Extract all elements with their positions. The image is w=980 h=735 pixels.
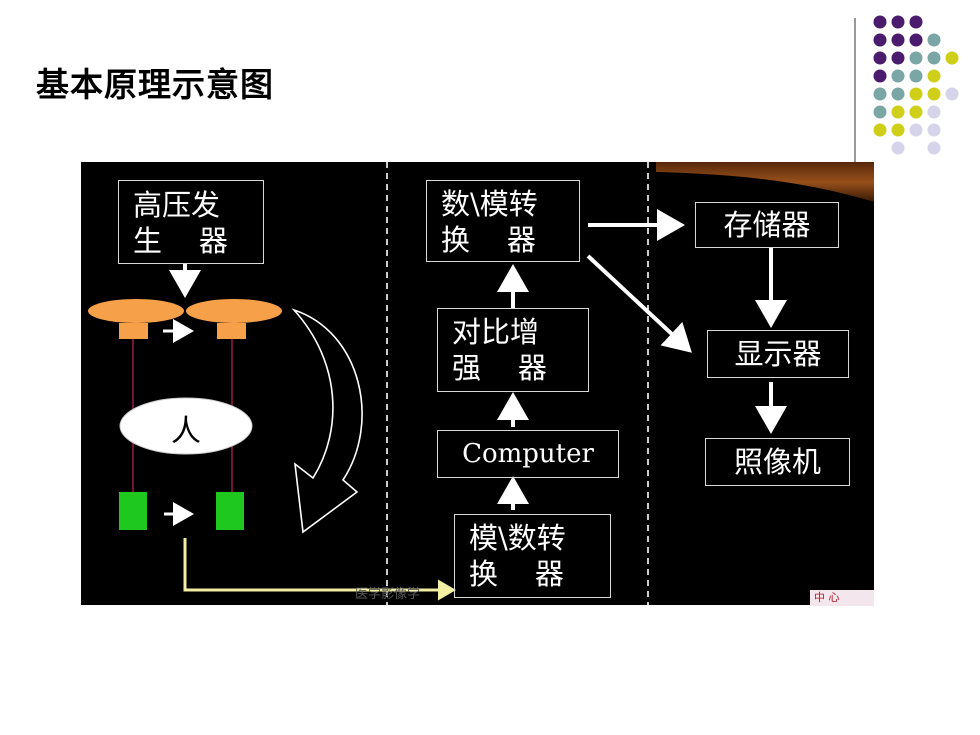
dot xyxy=(909,15,923,29)
signal-path xyxy=(183,538,456,601)
box-line: 数\模转 xyxy=(441,187,538,221)
dot xyxy=(873,105,887,119)
dot xyxy=(927,141,941,155)
patient-oval xyxy=(119,397,253,455)
xray-tube-left-base xyxy=(119,323,148,339)
dot xyxy=(927,87,941,101)
dot xyxy=(891,105,905,119)
arrow-diagonal xyxy=(586,254,692,353)
box-label: 显示器 xyxy=(734,337,822,371)
box-line: 换 器 xyxy=(441,223,536,257)
dot xyxy=(891,87,905,101)
dot xyxy=(873,87,887,101)
xray-tube-right-base xyxy=(217,323,246,339)
box-line: 生 器 xyxy=(133,224,228,258)
adc-box: 模\数转 换 器 xyxy=(454,514,611,598)
camera-box: 照像机 xyxy=(705,438,850,486)
dot xyxy=(927,69,941,83)
dot xyxy=(891,33,905,47)
detector-right xyxy=(216,492,244,530)
dot xyxy=(927,51,941,65)
dot xyxy=(927,123,941,137)
dot xyxy=(873,51,887,65)
dot xyxy=(909,87,923,101)
dot xyxy=(945,51,959,65)
display-box: 显示器 xyxy=(707,330,849,378)
diagram-panel: 高压发 生 器 数\模转 换 器 存储器 对比增 强 器 显示器 Compute… xyxy=(81,162,874,605)
divider-line xyxy=(854,18,856,162)
storage-box: 存储器 xyxy=(695,202,839,248)
dot xyxy=(891,141,905,155)
decorative-dots xyxy=(873,15,959,155)
page-title: 基本原理示意图 xyxy=(36,65,274,104)
dot xyxy=(873,15,887,29)
dot xyxy=(909,51,923,65)
dot xyxy=(891,51,905,65)
dot xyxy=(891,15,905,29)
computer-box: Computer xyxy=(437,430,619,478)
rotation-arrow xyxy=(291,308,363,534)
box-line: 模\数转 xyxy=(469,521,566,555)
box-line: 换 器 xyxy=(469,557,564,591)
contrast-enhancer-box: 对比增 强 器 xyxy=(437,308,589,392)
logo: 中 心 xyxy=(810,590,874,606)
box-line: 高压发 xyxy=(133,188,221,222)
box-label: Computer xyxy=(462,439,594,469)
detector-left xyxy=(119,492,147,530)
dot xyxy=(909,105,923,119)
patient-label: 人 xyxy=(171,414,201,449)
footer-caption: 医学影像学 xyxy=(355,587,421,602)
dot xyxy=(927,105,941,119)
dot xyxy=(927,33,941,47)
hv-generator-box: 高压发 生 器 xyxy=(118,180,264,264)
dac-box: 数\模转 换 器 xyxy=(426,180,580,262)
dot xyxy=(873,69,887,83)
box-line: 强 器 xyxy=(452,351,547,385)
dot xyxy=(909,123,923,137)
diagram-graphics xyxy=(88,162,874,605)
xray-tube-left xyxy=(88,299,184,323)
box-line: 对比增 xyxy=(452,315,540,349)
dot xyxy=(891,69,905,83)
dot xyxy=(909,69,923,83)
dot xyxy=(873,33,887,47)
dot xyxy=(909,33,923,47)
box-label: 照像机 xyxy=(733,445,821,479)
box-label: 存储器 xyxy=(723,208,811,242)
swoosh-decoration xyxy=(656,162,874,202)
xray-tube-right xyxy=(186,299,282,323)
dot xyxy=(891,123,905,137)
dot xyxy=(873,123,887,137)
dot xyxy=(945,87,959,101)
